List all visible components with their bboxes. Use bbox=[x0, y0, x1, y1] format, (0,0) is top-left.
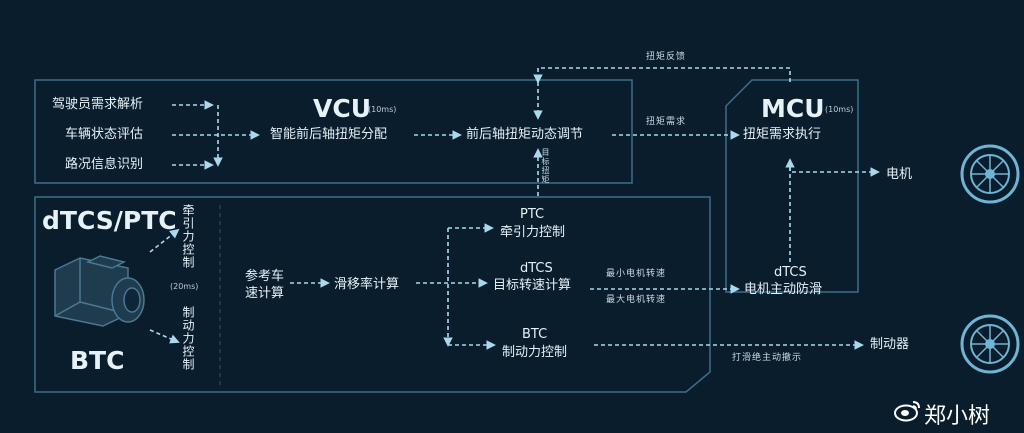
ptc-label: PTC bbox=[520, 207, 545, 222]
brake-output: 制动器 bbox=[870, 337, 910, 352]
vcu-input-vehicle-state: 车辆状态评估 bbox=[65, 127, 144, 142]
torque-feedback-label: 扭矩反馈 bbox=[646, 52, 687, 62]
braking-control-label: 制动力控制 bbox=[181, 306, 195, 371]
brake-wheel-icon bbox=[960, 314, 1020, 374]
vcu-input-road: 路况信息识别 bbox=[65, 157, 144, 172]
mcu-period: (10ms) bbox=[825, 105, 854, 114]
vcu-frame bbox=[34, 79, 633, 184]
max-motor-speed-label: 最大电机转速 bbox=[606, 295, 667, 305]
torque-request-label: 扭矩需求 bbox=[646, 117, 687, 127]
arrow-left-traction bbox=[149, 228, 180, 253]
mcu-anti-slip: 电机主动防滑 bbox=[744, 282, 823, 297]
left-period: (20ms) bbox=[170, 282, 199, 291]
ptc-desc: 牵引力控制 bbox=[500, 225, 566, 240]
target-torque-label: 目标扭矩 bbox=[541, 148, 550, 184]
mcu-frame bbox=[725, 79, 859, 293]
watermark-author: 郑小树 bbox=[924, 404, 991, 429]
dtcs-label: dTCS bbox=[520, 261, 553, 276]
mcu-title: MCU bbox=[761, 94, 825, 123]
motor-wheel-icon bbox=[960, 144, 1020, 204]
controller-unit-illustration bbox=[54, 255, 145, 327]
ref-speed-line2: 速计算 bbox=[245, 286, 285, 301]
arrow-left-braking bbox=[149, 329, 180, 344]
arrow-feedback-top bbox=[533, 67, 791, 84]
btc-desc: 制动力控制 bbox=[502, 345, 568, 360]
slip-rate-calc: 滑移率计算 bbox=[334, 277, 400, 292]
traction-control-label: 牵引力控制 bbox=[181, 204, 195, 269]
chassis-frame bbox=[34, 196, 711, 393]
vcu-period: (10ms) bbox=[368, 105, 397, 114]
arrow-mcu-motor bbox=[789, 160, 880, 177]
slip-abort-label: 打滑绝主动撤示 bbox=[732, 353, 803, 363]
btc-label: BTC bbox=[522, 327, 548, 342]
vcu-input-driver: 驾驶员需求解析 bbox=[52, 97, 144, 112]
mcu-dtcs-label: dTCS bbox=[774, 265, 807, 280]
btc-title: BTC bbox=[70, 346, 125, 375]
mcu-torque-exec: 扭矩需求执行 bbox=[743, 127, 822, 142]
weibo-icon bbox=[894, 398, 922, 422]
vcu-torque-dynamic-adjust: 前后轴扭矩动态调节 bbox=[466, 127, 584, 142]
dtcs-ptc-title: dTCS/PTC bbox=[42, 206, 177, 235]
motor-output: 电机 bbox=[886, 167, 913, 182]
dtcs-desc: 目标转速计算 bbox=[493, 278, 572, 293]
min-motor-speed-label: 最小电机转速 bbox=[606, 269, 667, 279]
vcu-torque-distribution: 智能前后轴扭矩分配 bbox=[270, 127, 388, 142]
ref-speed-line1: 参考车 bbox=[245, 269, 285, 284]
vcu-title: VCU bbox=[313, 94, 371, 123]
